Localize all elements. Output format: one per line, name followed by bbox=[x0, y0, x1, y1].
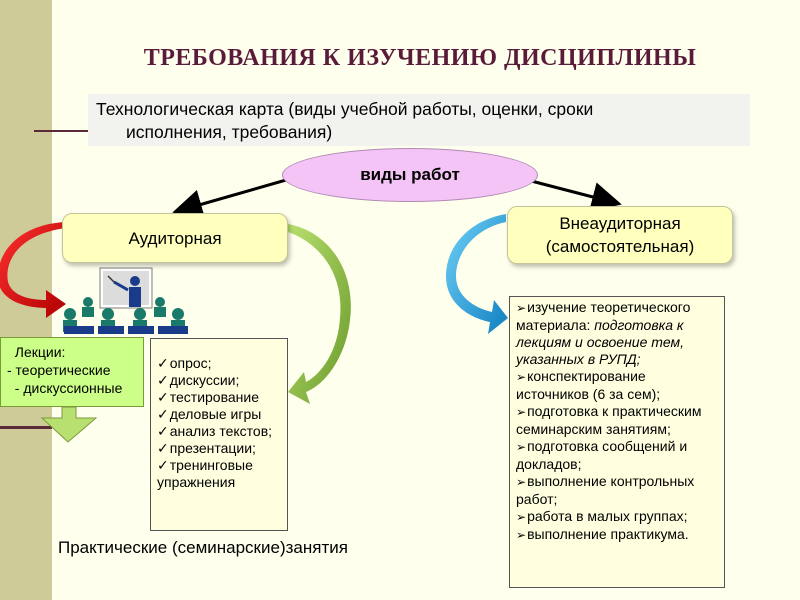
lectures-line-1: Лекции: bbox=[7, 344, 66, 360]
extracurricular-label-line-1: Внеаудиторная bbox=[559, 214, 681, 233]
tech-card-line-2: исполнения, требования) bbox=[126, 122, 333, 142]
list-item: деловые игры bbox=[157, 406, 281, 423]
work-types-ellipse: виды работ bbox=[282, 148, 538, 202]
blue-curved-arrow bbox=[446, 214, 508, 334]
auditorium-label: Аудиторная bbox=[128, 228, 222, 248]
extracurricular-label-line-2: (самостоятельная) bbox=[545, 237, 695, 256]
list-item: изучение теоретического материала: подго… bbox=[516, 299, 718, 368]
list-item: подготовка к практическим семинарским за… bbox=[516, 403, 718, 438]
arrow-to-auditorium bbox=[172, 174, 301, 219]
lectures-line-2: - теоретические bbox=[7, 362, 111, 378]
list-item: презентации; bbox=[157, 440, 281, 457]
tech-card-box: Технологическая карта (виды учебной рабо… bbox=[88, 94, 750, 146]
list-item: опрос; bbox=[157, 355, 281, 372]
list-item: работа в малых группах; bbox=[516, 508, 718, 526]
list-item: выполнение контрольных работ; bbox=[516, 473, 718, 508]
list-item: дискуссии; bbox=[157, 372, 281, 389]
extracurricular-box: Внеаудиторная (самостоятельная) bbox=[507, 206, 733, 264]
auditorium-box: Аудиторная bbox=[62, 213, 288, 263]
red-curved-arrow bbox=[0, 222, 66, 318]
decor-rule bbox=[0, 426, 52, 429]
list-item: тестирование bbox=[157, 389, 281, 406]
green-down-arrow bbox=[40, 406, 98, 443]
decor-underline bbox=[34, 130, 94, 132]
independent-work-list: изучение теоретического материала: подго… bbox=[509, 296, 725, 588]
list-item: тренинговые упражнения bbox=[157, 457, 281, 491]
work-types-label: виды работ bbox=[360, 165, 460, 184]
lectures-box: Лекции: - теоретические - дискуссионные bbox=[0, 337, 144, 407]
practical-activities-list: опрос; дискуссии; тестирование деловые и… bbox=[150, 338, 288, 531]
list-item: конспектирование источников (6 за сем); bbox=[516, 368, 718, 403]
lectures-line-3: - дискуссионные bbox=[7, 380, 123, 396]
classroom-icon bbox=[63, 267, 188, 334]
tech-card-line-1: Технологическая карта (виды учебной рабо… bbox=[96, 99, 594, 119]
list-item: выполнение практикума. bbox=[516, 526, 718, 544]
list-item: анализ текстов; bbox=[157, 423, 281, 440]
list-item: подготовка сообщений и докладов; bbox=[516, 438, 718, 473]
page-title: ТРЕБОВАНИЯ К ИЗУЧЕНИЮ ДИСЦИПЛИНЫ bbox=[143, 45, 697, 71]
practical-sessions-label: Практические (семинарские)занятия bbox=[58, 538, 348, 557]
green-curved-arrow bbox=[288, 224, 351, 404]
